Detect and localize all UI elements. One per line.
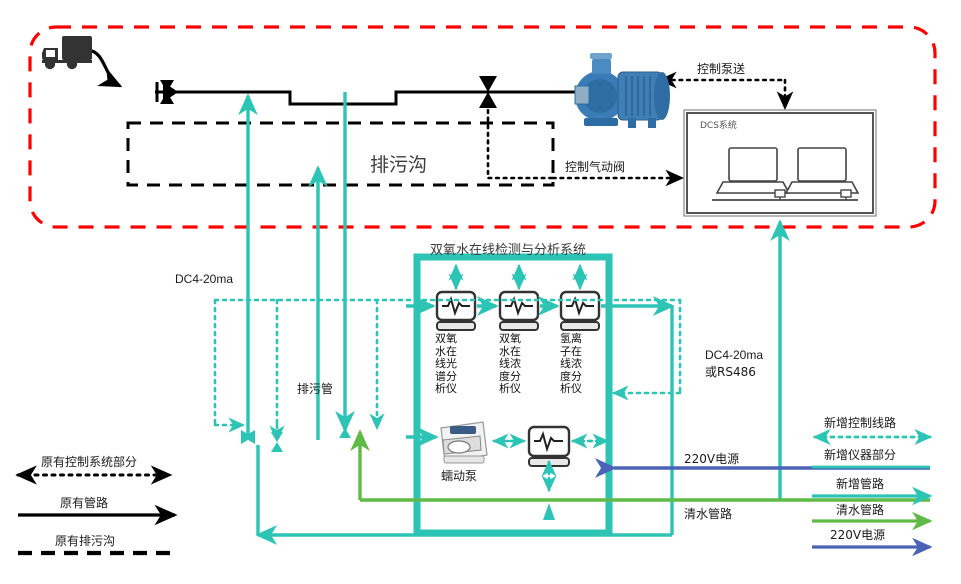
dcs-label: DCS系统 — [700, 121, 737, 131]
legend-left-item-0: 原有控制系统部分 — [41, 455, 138, 469]
legend-left-item-1: 原有管路 — [60, 496, 109, 510]
dc-signal-left-label: DC4-20ma — [175, 272, 234, 286]
analysis-system-title: 双氧水在线检测与分析系统 — [430, 243, 587, 258]
controller-icon — [527, 425, 571, 467]
legend-left-graphics — [15, 465, 178, 556]
peristaltic-pump-label: 蠕动泵 — [441, 469, 478, 483]
instrument-label-ion: 氢离子在线浓度分析仪 — [560, 332, 582, 395]
clean-water-label: 清水管路 — [684, 507, 733, 521]
bottom-marker-triangle — [543, 503, 555, 520]
pump-controller-link — [491, 433, 610, 493]
legend-right-item-3: 清水管路 — [836, 503, 885, 517]
dc-signal-right-label-2: 或RS486 — [705, 365, 756, 379]
new-piping-teal — [238, 92, 355, 440]
legend-right-item-4: 220V电源 — [830, 528, 886, 542]
peristaltic-pump-icon — [440, 421, 488, 464]
truck-icon — [42, 36, 92, 70]
legend-right-graphics — [812, 428, 933, 557]
new-control-dotted-left — [213, 298, 682, 443]
new-pipe-loop — [255, 306, 674, 545]
clean-water-pipe — [350, 429, 930, 502]
instrument-icon-ion — [559, 290, 601, 331]
existing-system-boundary — [28, 25, 937, 229]
analysis-system-box — [413, 253, 613, 537]
dcs-system-box — [683, 109, 877, 217]
drain-ditch-label: 排污沟 — [370, 154, 428, 176]
legend-right-item-2: 新增管路 — [836, 477, 885, 491]
instrument-icon-concentration — [498, 290, 540, 331]
drain-pipe-label: 排污管 — [297, 382, 334, 396]
drain-ditch-box — [126, 121, 555, 187]
instrument-label-spectrometer: 双氧水在线光谱分析仪 — [435, 332, 457, 395]
power-220v-label: 220V电源 — [684, 452, 740, 466]
control-pump-signal-label: 控制泵送 — [697, 62, 746, 76]
centrifugal-pump-icon — [574, 53, 670, 128]
existing-control-lines — [486, 71, 794, 187]
riser-valve-markers — [241, 418, 351, 452]
original-pipe — [87, 48, 578, 106]
control-valve-signal-label: 控制气动阀 — [565, 160, 626, 174]
legend-right-item-1: 新增仪器部分 — [824, 448, 897, 462]
instrument-control-dotted — [448, 263, 588, 291]
valve-icon-1b — [160, 80, 174, 104]
instrument-label-concentration: 双氧水在线浓度分析仪 — [499, 332, 521, 395]
laptop-icon-2 — [784, 147, 860, 194]
dc-signal-right-label-1: DC4-20ma — [705, 348, 764, 362]
legend-left-item-2: 原有排污沟 — [55, 534, 116, 548]
instrument-icon-spectrometer — [435, 290, 477, 331]
valve-icon-2 — [479, 76, 497, 108]
legend-right-item-0: 新增控制线路 — [824, 416, 897, 430]
